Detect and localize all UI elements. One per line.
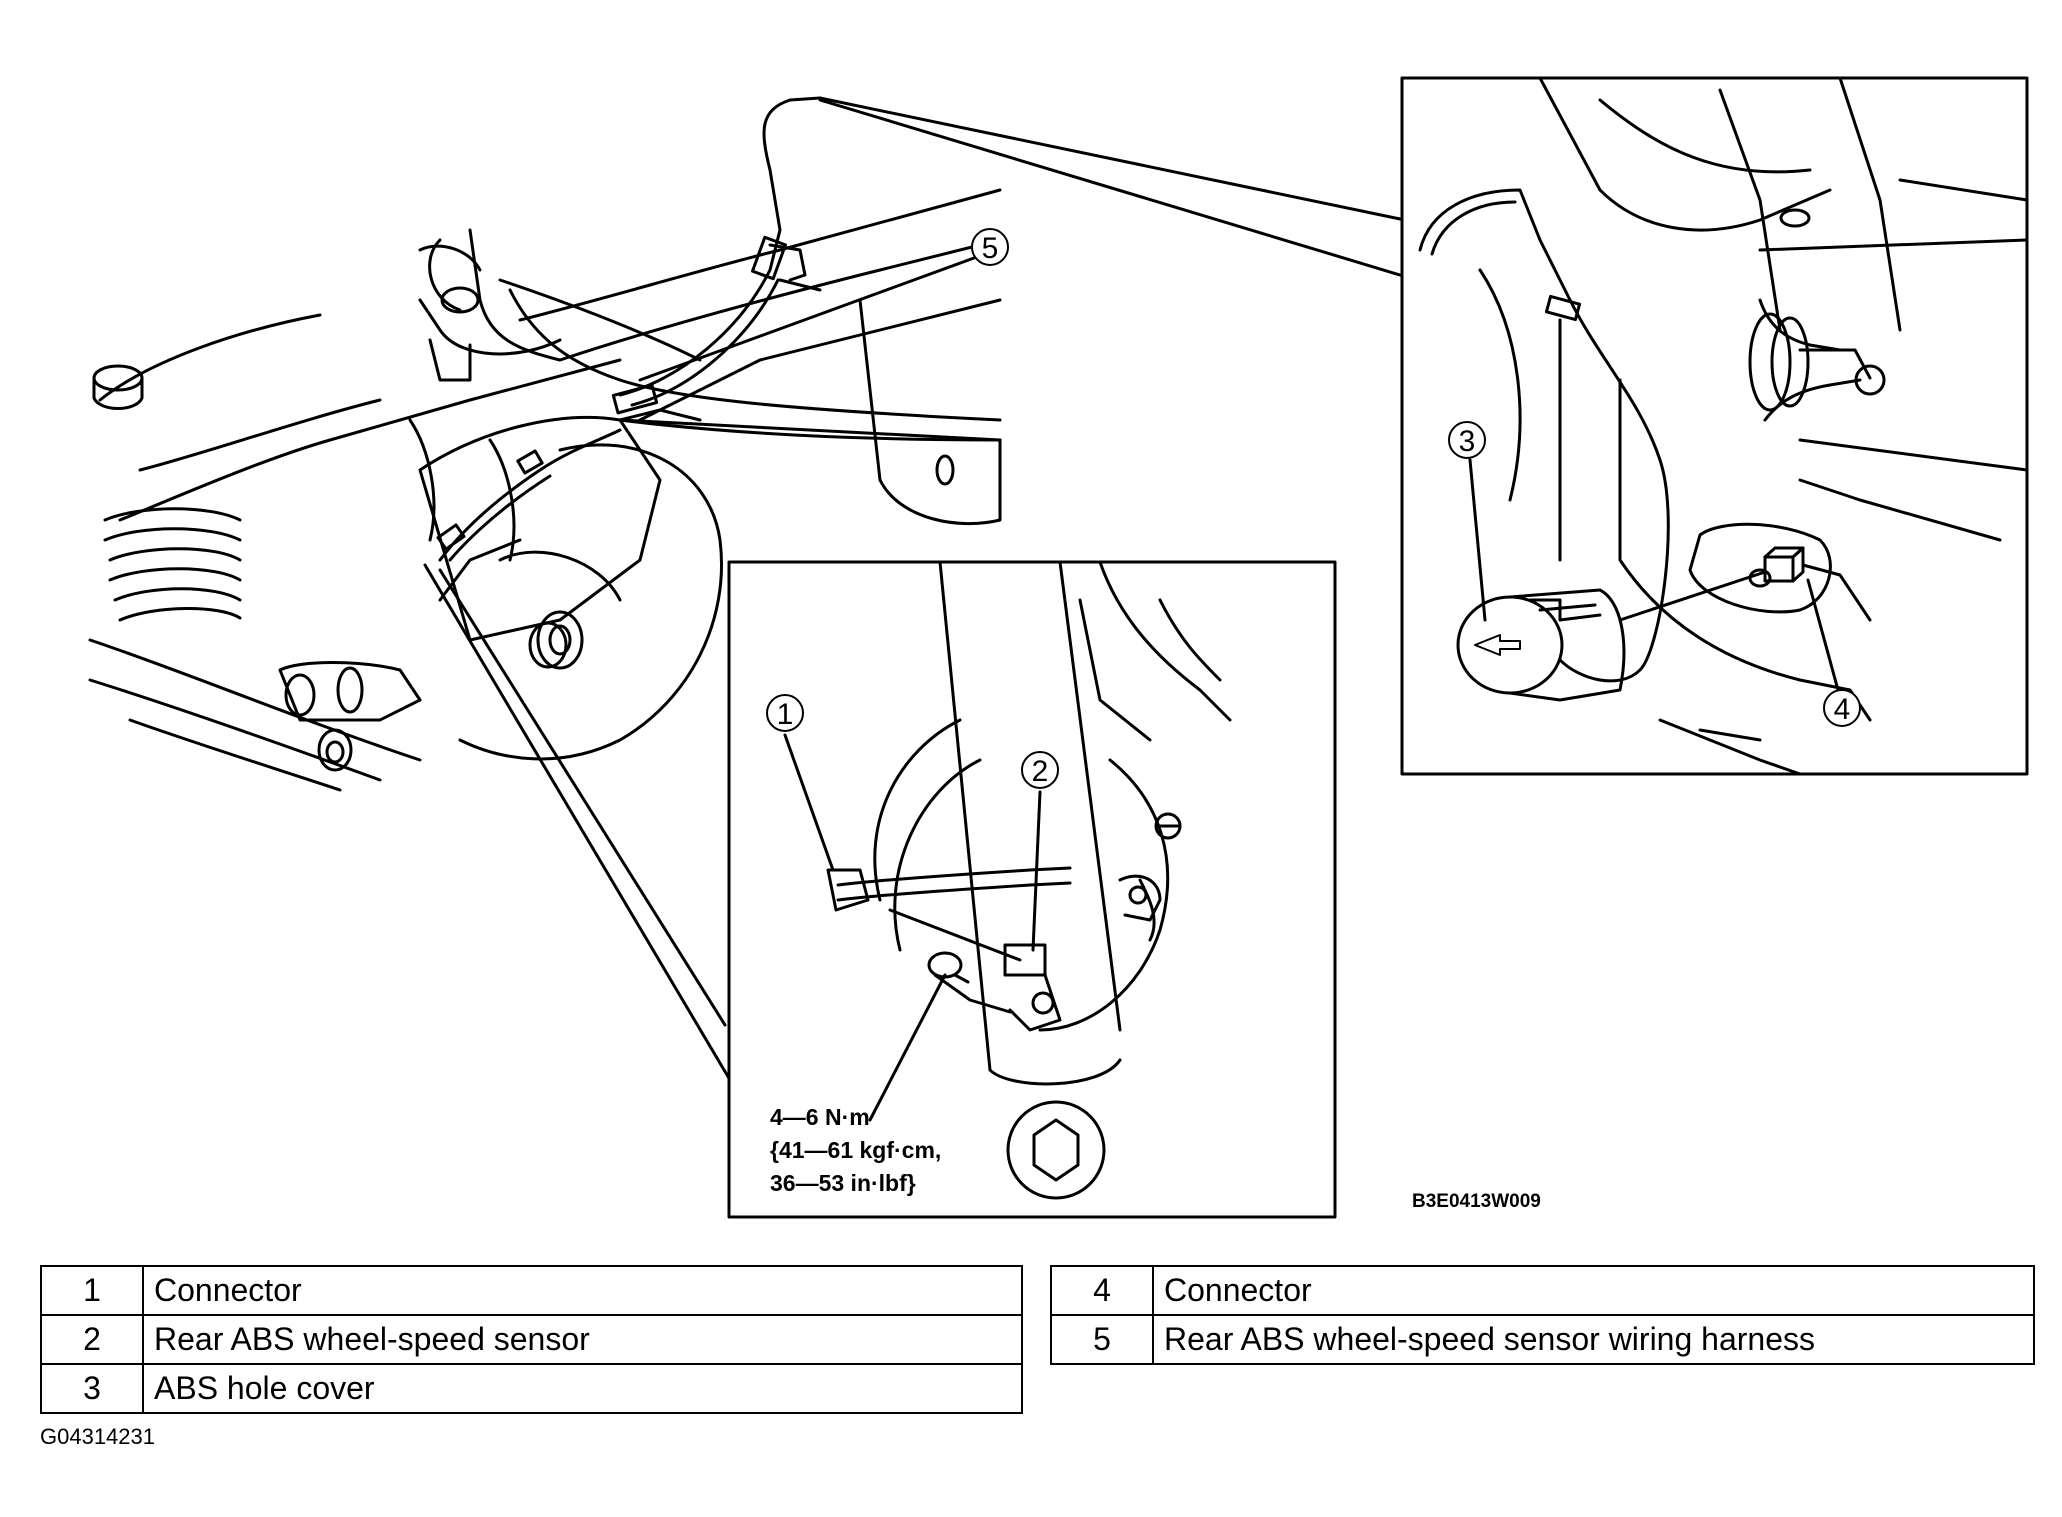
legend-number: 4 (1050, 1265, 1154, 1316)
leader-lines (423, 96, 1412, 1082)
torque-spec: 4—6 N·m {41—61 kgf·cm, 36—53 in·lbf} (770, 1104, 941, 1196)
callout-3-circle (1448, 421, 1486, 459)
legend-row: 5 Rear ABS wheel-speed sensor wiring har… (1050, 1314, 2035, 1365)
callout-leaders (638, 252, 1840, 952)
torque-spec-line1: 4—6 N·m (770, 1104, 870, 1130)
legend-label: ABS hole cover (142, 1363, 1023, 1414)
legend-row: 3 ABS hole cover (40, 1363, 1023, 1414)
legend-row: 4 Connector (1050, 1265, 2035, 1316)
legend-label: Rear ABS wheel-speed sensor (142, 1314, 1023, 1365)
main-suspension-view (88, 96, 1002, 792)
legend-label: Connector (142, 1265, 1023, 1316)
legend-number: 2 (40, 1314, 144, 1365)
callout-2-label: 2 (1032, 755, 1049, 788)
detail-view-sensor (727, 560, 1337, 1219)
callout-1-label: 1 (777, 698, 794, 731)
detail-view-hole-cover (1400, 76, 2029, 776)
legend-table-right: 4 Connector 5 Rear ABS wheel-speed senso… (1050, 1265, 2035, 1365)
legend-number: 1 (40, 1265, 144, 1316)
callout-4-circle (1823, 689, 1861, 727)
callout-5-label: 5 (982, 232, 999, 265)
callout-4-label: 4 (1834, 693, 1851, 726)
callout-5-circle (971, 228, 1009, 266)
callout-1-circle (766, 694, 804, 732)
legend-row: 1 Connector (40, 1265, 1023, 1316)
torque-spec-line2: {41—61 kgf·cm, (770, 1137, 941, 1163)
callout-3-label: 3 (1459, 425, 1476, 458)
callout-2-circle (1021, 751, 1059, 789)
legend-number: 3 (40, 1363, 144, 1414)
callout-markers (766, 228, 1861, 789)
figure-code: B3E0413W009 (1412, 1191, 1541, 1212)
document-id: G04314231 (40, 1424, 155, 1449)
legend-number: 5 (1050, 1314, 1154, 1365)
legend-label: Connector (1152, 1265, 2035, 1316)
legend-table-left: 1 Connector 2 Rear ABS wheel-speed senso… (40, 1265, 1023, 1414)
torque-spec-line3: 36—53 in·lbf} (770, 1170, 916, 1196)
legend-row: 2 Rear ABS wheel-speed sensor (40, 1314, 1023, 1365)
legend-label: Rear ABS wheel-speed sensor wiring harne… (1152, 1314, 2035, 1365)
